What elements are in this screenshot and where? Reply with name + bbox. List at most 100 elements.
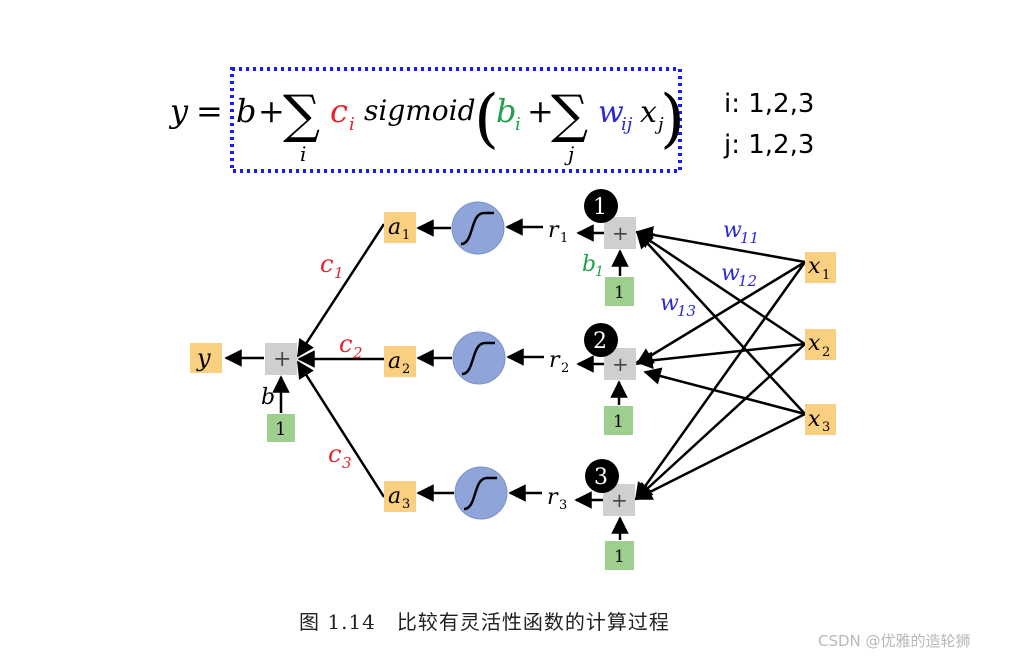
- a3-label: a: [388, 484, 401, 509]
- hidden-sum-1: +: [604, 217, 636, 249]
- edges: [224, 218, 807, 540]
- sigmoid-curve-icon: [463, 476, 497, 511]
- w13-sub: 13: [677, 302, 696, 320]
- edge-x2-to-sum2: [635, 342, 806, 370]
- r1-label: r: [548, 218, 560, 243]
- hidden-sum-2-plus: +: [612, 352, 629, 376]
- output-sum-plus: +: [273, 347, 291, 372]
- edge-x3-to-sum2: [643, 367, 806, 416]
- hidden-sum-3-plus: +: [611, 488, 628, 512]
- c2-sub: 2: [352, 344, 363, 362]
- output-bias-value: 1: [275, 419, 286, 440]
- x1-label: x: [808, 254, 821, 279]
- figure-caption: 图 1.14 比较有灵活性函数的计算过程: [299, 610, 670, 634]
- formula-range-j: j: 1,2,3: [723, 130, 814, 160]
- edge-x2-to-sum3: [634, 343, 806, 501]
- activation-a1: a 1: [384, 212, 416, 243]
- r3-sub: 3: [559, 498, 567, 513]
- edge-a3-to-sum: [296, 360, 386, 498]
- formula-w-sub: ij: [621, 114, 633, 135]
- hidden-bias-2-value: 1: [613, 412, 624, 432]
- formula-range-i: i: 1,2,3: [724, 89, 814, 119]
- formula-sum-j-sub: j: [564, 142, 574, 166]
- formula-c: c: [330, 92, 348, 130]
- badge-2: 2: [584, 323, 618, 357]
- r2-sub: 2: [561, 361, 569, 376]
- c1-sub: 1: [334, 264, 344, 282]
- x3-label: x: [808, 407, 821, 432]
- sigmoid-curve-icon: [460, 211, 494, 246]
- formula-equals: =: [196, 92, 223, 130]
- formula-sigmoid: sigmoid: [364, 94, 476, 127]
- hidden-sum-2: +: [604, 348, 636, 380]
- c-weight-labels: c 1 c 2 c 3: [320, 250, 363, 472]
- edge-a1-to-sum: [296, 223, 386, 358]
- formula-c-sub: i: [349, 114, 355, 135]
- c3-label: c: [328, 440, 341, 468]
- formula-plus-2: +: [527, 92, 554, 130]
- edge-x1-to-sum2: [635, 260, 806, 366]
- formula-bi-sub: i: [515, 114, 521, 135]
- r1-sub: 1: [560, 231, 568, 246]
- a2-label: a: [388, 349, 401, 374]
- edge-x3-to-sum1: [635, 230, 806, 415]
- formula-sum-i-sub: i: [300, 142, 306, 166]
- badge-1-number: 1: [593, 195, 607, 220]
- b1-sub: 1: [595, 264, 604, 280]
- hidden-bias-1: 1: [605, 277, 634, 306]
- x2-sub: 2: [822, 345, 830, 360]
- c1-label: c: [320, 250, 333, 278]
- x3-sub: 3: [822, 420, 830, 435]
- c3-sub: 3: [342, 454, 352, 472]
- w11-sub: 11: [740, 229, 759, 247]
- a1-sub: 1: [402, 228, 410, 243]
- b1-label: b: [582, 252, 596, 277]
- a2-sub: 2: [402, 362, 410, 377]
- formula-sum-j: ∑: [551, 85, 588, 145]
- x2-label: x: [808, 331, 821, 356]
- w12-label: w: [721, 261, 740, 286]
- w11-label: w: [723, 218, 742, 243]
- activation-a3: a 3: [384, 481, 416, 512]
- hidden-bias-3-value: 1: [614, 547, 625, 567]
- formula-sum-i: ∑: [283, 85, 320, 145]
- formula-w: w: [598, 95, 624, 130]
- sigmoid-curve-icon: [461, 341, 495, 376]
- formula-rparen: ): [660, 82, 685, 156]
- formula-x: x: [640, 95, 657, 130]
- output-bias-input: 1: [267, 414, 295, 442]
- output-sum-node: +: [265, 343, 297, 375]
- watermark: CSDN @优雅的造轮狮: [818, 632, 971, 650]
- edge-x2-to-sum1: [635, 230, 806, 346]
- c2-label: c: [339, 330, 352, 358]
- sigmoid-node-1: [451, 201, 505, 255]
- x1-sub: 1: [822, 268, 830, 283]
- a1-label: a: [388, 215, 401, 240]
- hidden-sum-1-plus: +: [612, 221, 629, 245]
- input-x3: x 3: [805, 404, 836, 435]
- edge-x1-to-sum1: [635, 226, 806, 264]
- input-x1: x 1: [805, 252, 836, 283]
- hidden-bias-3: 1: [605, 541, 634, 570]
- activation-a2: a 2: [384, 346, 416, 377]
- output-node: y: [190, 343, 222, 373]
- sigmoid-node-3: [454, 466, 508, 520]
- badge-3: 3: [585, 459, 619, 493]
- badge-1: 1: [584, 189, 618, 223]
- r2-label: r: [549, 348, 561, 373]
- formula: y = b + ∑ i c i sigmoid ( b i + ∑ j w ij…: [168, 67, 814, 173]
- formula-b: b: [236, 92, 256, 130]
- formula-lhs: y: [168, 92, 189, 130]
- badge-2-number: 2: [593, 329, 607, 354]
- output-label: y: [196, 344, 211, 372]
- w12-sub: 12: [738, 272, 757, 290]
- formula-plus-1: +: [258, 92, 285, 130]
- formula-bi: b: [496, 92, 516, 130]
- formula-lparen: (: [474, 82, 499, 156]
- sigmoid-node-2: [452, 331, 506, 385]
- edge-x3-to-sum3: [634, 412, 806, 501]
- a3-sub: 3: [402, 497, 410, 512]
- formula-highlight-box: [230, 67, 682, 173]
- edge-x1-to-sum3: [634, 261, 807, 501]
